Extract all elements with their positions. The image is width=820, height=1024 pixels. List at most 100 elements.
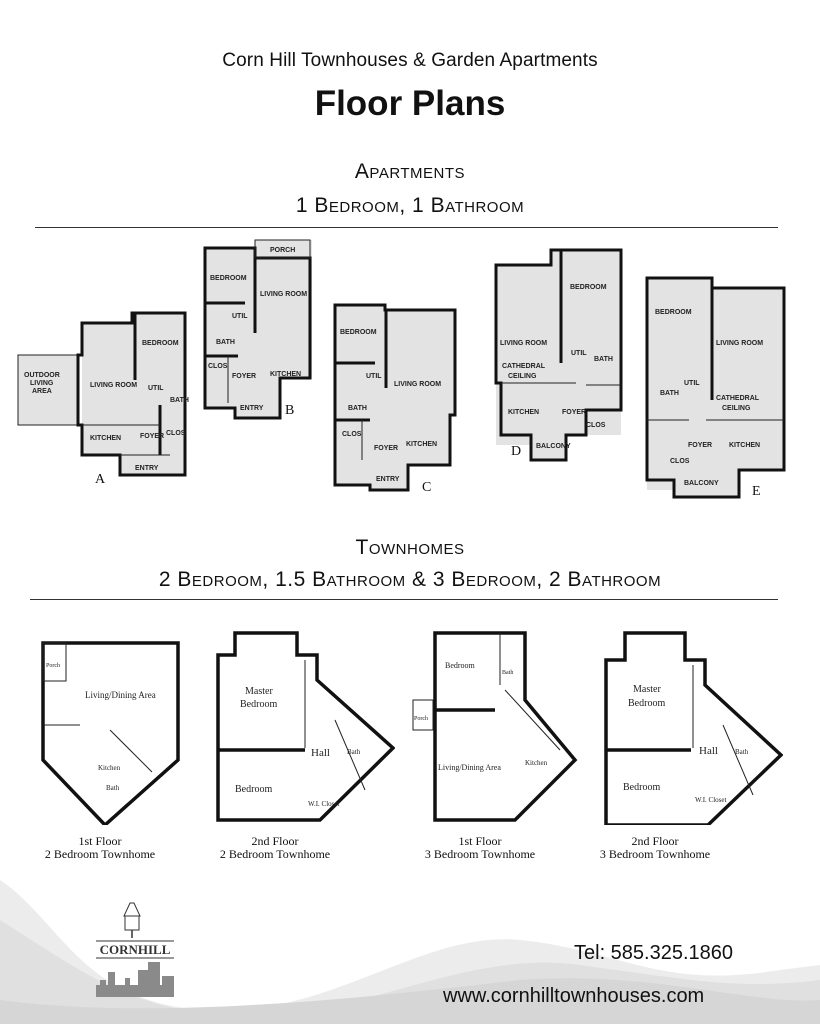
room-label: Kitchen (525, 759, 548, 767)
room-label: LIVING ROOM (716, 340, 763, 347)
room-label: BEDROOM (210, 275, 247, 282)
floor-plan-3br-2nd: Master Bedroom Hall Bath Bedroom W.I. Cl… (603, 630, 784, 827)
room-label: UTIL (232, 313, 248, 320)
room-label: CLOS (208, 363, 228, 370)
plan-letter: E (752, 484, 761, 499)
room-label: BEDROOM (142, 340, 179, 347)
floor-plan-2br-2nd: Master Bedroom Hall Bath Bedroom W.I. Cl… (215, 630, 396, 825)
room-label: FOYER (562, 409, 586, 416)
room-label: Bedroom (240, 699, 277, 710)
floor-plan-b: PORCH BEDROOM LIVING ROOM UTIL BATH CLOS… (200, 238, 320, 428)
townhomes-heading: Townhomes (355, 536, 465, 559)
plan-letter: B (285, 403, 294, 418)
room-label: KITCHEN (90, 435, 121, 442)
room-label: BALCONY (536, 443, 571, 450)
room-label: BATH (348, 405, 367, 412)
plan-letter: D (511, 444, 521, 459)
room-label: KITCHEN (729, 442, 760, 449)
room-label: LIVING ROOM (394, 381, 441, 388)
townhomes-subheading: 2 Bedroom, 1.5 Bathroom & 3 Bedroom, 2 B… (158, 568, 662, 591)
plan-caption: 2nd Floor 3 Bedroom Townhome (575, 835, 735, 861)
room-label: KITCHEN (508, 409, 539, 416)
room-label: Master (245, 686, 273, 697)
room-label: W.I. Closet (308, 800, 339, 808)
room-label: Kitchen (98, 764, 121, 772)
room-label: Bedroom (623, 782, 660, 793)
caption-floor: 1st Floor (78, 834, 122, 848)
room-label: ENTRY (240, 405, 264, 412)
floor-plan-2br-1st: Porch Living/Dining Area Kitchen Bath (40, 640, 185, 828)
room-label: ENTRY (135, 465, 159, 472)
floor-plan-e: BEDROOM LIVING ROOM CATHEDRAL CEILING UT… (644, 275, 789, 505)
caption-type: 2 Bedroom Townhome (219, 847, 331, 861)
logo-text: CORNHILL (100, 942, 171, 957)
room-label: LIVING ROOM (90, 382, 137, 389)
page-subtitle: Corn Hill Townhouses & Garden Apartments (222, 50, 598, 71)
apartments-heading: Apartments (354, 160, 466, 183)
room-label: Living/Dining Area (438, 763, 501, 772)
room-label: CEILING (508, 373, 537, 380)
room-label: CATHEDRAL (716, 395, 760, 402)
room-label: Porch (414, 716, 428, 722)
room-label: Bedroom (445, 661, 476, 670)
floor-plan-3br-1st: Bedroom Bath Porch Living/Dining Area Ki… (410, 630, 580, 825)
lamp-post-icon (123, 902, 141, 938)
plan-caption: 2nd Floor 2 Bedroom Townhome (195, 835, 355, 861)
plan-caption: 1st Floor 2 Bedroom Townhome (20, 835, 180, 861)
room-label: CLOS (342, 431, 362, 438)
room-label: OUTDOOR (24, 372, 60, 379)
phone-number[interactable]: Tel: 585.325.1860 (574, 942, 734, 964)
room-label: UTIL (148, 385, 164, 392)
room-label: UTIL (684, 380, 700, 387)
room-label: Bedroom (628, 698, 665, 709)
floor-plan-a: OUTDOOR LIVING AREA LIVING ROOM BEDROOM … (10, 305, 190, 487)
room-label: BATH (170, 397, 189, 404)
room-label: CATHEDRAL (502, 363, 546, 370)
room-label: Bath (735, 748, 749, 756)
room-label: CLOS (166, 430, 186, 437)
caption-floor: 2nd Floor (631, 834, 679, 848)
room-label: LIVING ROOM (500, 340, 547, 347)
room-label: UTIL (571, 350, 587, 357)
section-divider (35, 227, 778, 228)
room-label: BATH (594, 356, 613, 363)
room-label: ENTRY (376, 476, 400, 483)
room-label: BATH (216, 339, 235, 346)
floor-plan-c: BEDROOM LIVING ROOM UTIL BATH CLOS FOYER… (330, 300, 470, 495)
room-label: Hall (699, 745, 718, 757)
room-label: FOYER (140, 433, 164, 440)
room-label: Master (633, 684, 661, 695)
plan-letter: C (422, 480, 431, 495)
room-label: W.I. Closet (695, 796, 726, 804)
room-label: Bath (347, 748, 361, 756)
room-label: BEDROOM (655, 309, 692, 316)
caption-floor: 1st Floor (458, 834, 502, 848)
caption-floor: 2nd Floor (251, 834, 299, 848)
room-label: PORCH (270, 247, 295, 254)
room-label: CEILING (722, 405, 751, 412)
floor-plan-d: BEDROOM LIVING ROOM CATHEDRAL CEILING UT… (486, 245, 626, 465)
room-label: AREA (32, 388, 52, 395)
page-title: Floor Plans (314, 84, 506, 123)
room-label: CLOS (670, 458, 690, 465)
room-label: KITCHEN (270, 371, 301, 378)
footer-wave-background (0, 880, 820, 1024)
room-label: UTIL (366, 373, 382, 380)
room-label: Bath (106, 784, 120, 792)
room-label: KITCHEN (406, 441, 437, 448)
room-label: LIVING ROOM (260, 291, 307, 298)
caption-type: 3 Bedroom Townhome (599, 847, 711, 861)
room-label: Hall (311, 747, 330, 759)
room-label: BEDROOM (570, 284, 607, 291)
room-label: BEDROOM (340, 329, 377, 336)
room-label: Porch (46, 663, 60, 669)
website-link[interactable]: www.cornhilltownhouses.com (443, 985, 705, 1007)
caption-type: 3 Bedroom Townhome (424, 847, 536, 861)
cornhill-logo: CORNHILL (90, 900, 180, 1000)
room-label: Bedroom (235, 784, 272, 795)
room-label: FOYER (374, 445, 398, 452)
room-label: BALCONY (684, 480, 719, 487)
plan-caption: 1st Floor 3 Bedroom Townhome (400, 835, 560, 861)
city-skyline-icon (96, 962, 174, 997)
room-label: CLOS (586, 422, 606, 429)
